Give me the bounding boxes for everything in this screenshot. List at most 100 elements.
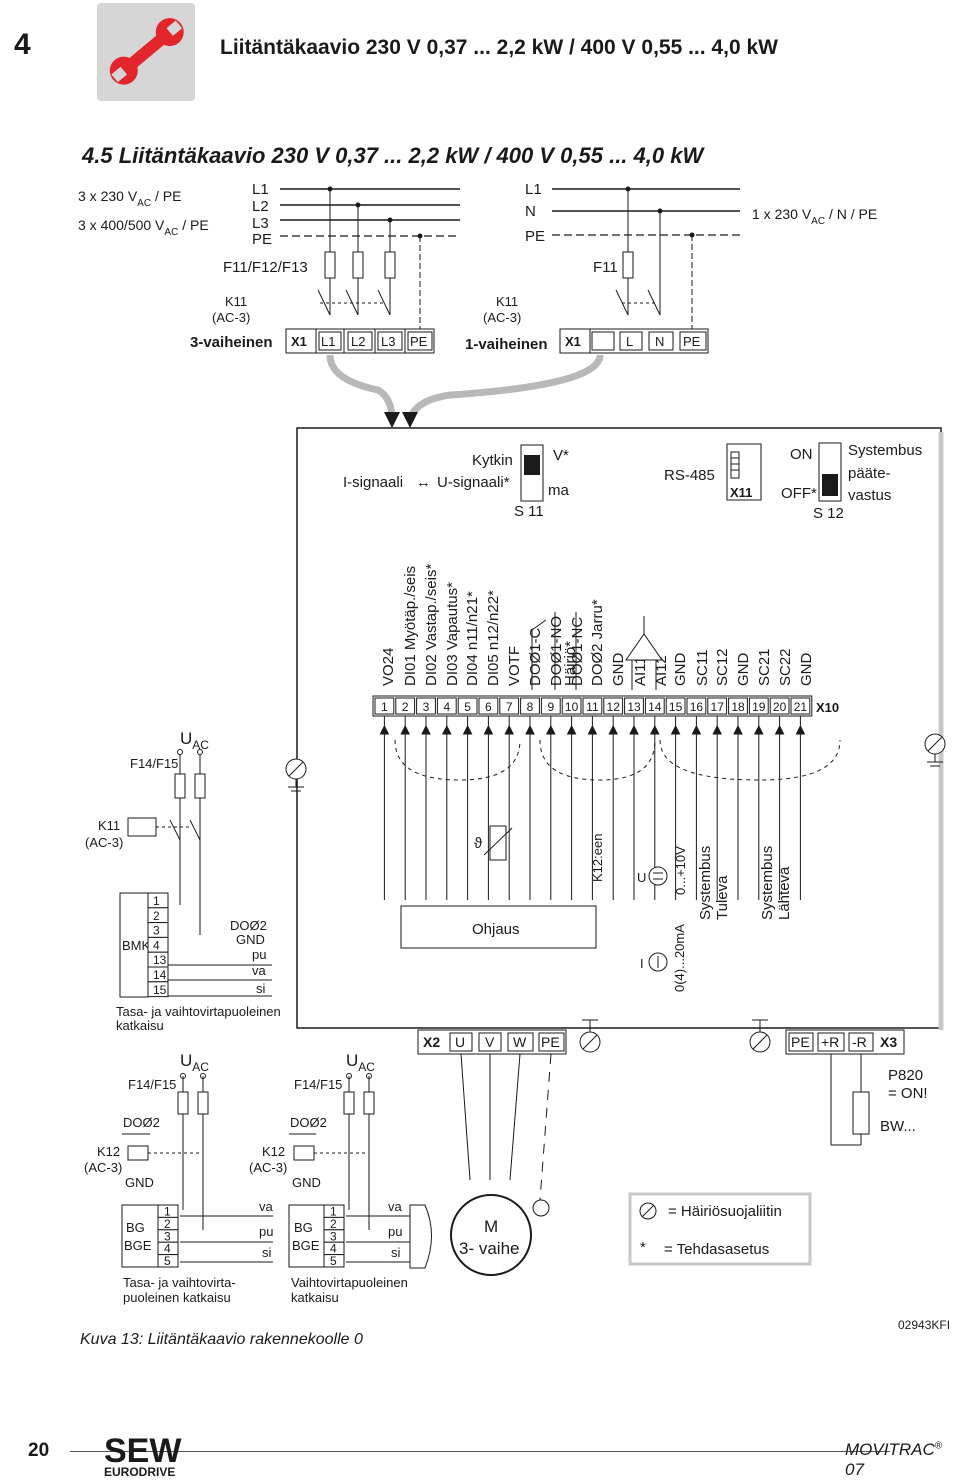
thermistor: ϑ: [474, 825, 513, 861]
brake-pin: [323, 1254, 345, 1268]
bmk-pin-label: 13: [153, 953, 167, 967]
svg-text:UAC: UAC: [180, 1051, 209, 1074]
svg-text:1 x 230 VAC / N / PE: 1 x 230 VAC / N / PE: [752, 206, 877, 227]
brake-pin-label: 3: [164, 1229, 171, 1243]
svg-text:0(4)...20mA: 0(4)...20mA: [672, 924, 687, 992]
svg-text:X1: X1: [291, 334, 307, 349]
svg-text:K11: K11: [98, 818, 120, 833]
terminal-arrow: [441, 724, 452, 735]
x10-signal-label: AI12: [653, 655, 670, 686]
terminal-arrow: [691, 724, 702, 735]
terminal-wires: [379, 716, 806, 900]
svg-text:puoleinen katkaisu: puoleinen katkaisu: [123, 1290, 231, 1305]
svg-text:L1: L1: [321, 334, 335, 349]
svg-text:Tasa- ja vaihtovirta-: Tasa- ja vaihtovirta-: [123, 1275, 236, 1290]
svg-text:Systembus: Systembus: [848, 442, 922, 459]
terminal-arrow: [525, 724, 535, 735]
svg-text:M: M: [484, 1217, 498, 1236]
svg-text:L2: L2: [252, 198, 269, 215]
svg-text:va: va: [388, 1199, 403, 1214]
svg-text:+R: +R: [821, 1034, 839, 1050]
x10-terminal: [416, 697, 436, 715]
shield-connector-icon-2: [924, 733, 946, 767]
page-number: 20: [28, 1440, 50, 1461]
x10-signal-label: SC11: [694, 650, 711, 686]
svg-text:= Tehdasasetus: = Tehdasasetus: [664, 1241, 769, 1258]
x10-terminal: [478, 697, 499, 715]
svg-text:GND: GND: [292, 1175, 321, 1190]
x10-terminal: [748, 697, 769, 715]
svg-text:N: N: [525, 203, 536, 220]
svg-text:(AC-3): (AC-3): [85, 835, 123, 850]
brake-pin-label: 4: [164, 1242, 171, 1256]
svg-text:BG: BG: [294, 1220, 313, 1235]
brake-pin-label: 4: [330, 1242, 337, 1256]
x10-signal-label: DOØ2 Jarru*: [589, 599, 606, 686]
shield-connector-icon-4: [749, 1019, 771, 1053]
x10-terminal: [769, 697, 790, 715]
brake-pin-label: 3: [330, 1229, 337, 1243]
svg-text:PE: PE: [410, 334, 428, 349]
terminal-arrow: [504, 724, 515, 735]
contactor-k11-1: K11 (AC-3): [483, 289, 661, 325]
svg-text:va: va: [252, 963, 267, 978]
svg-text:(AC-3): (AC-3): [483, 310, 521, 325]
svg-text:U: U: [455, 1034, 465, 1050]
k12een-label: K12:een: [590, 834, 605, 882]
svg-text:U: U: [637, 870, 646, 885]
x10-terminal-number: 12: [607, 700, 621, 714]
brake-pin-label: 5: [330, 1254, 337, 1268]
svg-text:F14/F15: F14/F15: [130, 756, 178, 771]
svg-text:P820: P820: [888, 1067, 923, 1084]
ohjaus-block: Ohjaus: [400, 905, 597, 949]
svg-text:UAC: UAC: [346, 1051, 375, 1074]
x10-terminal: [499, 697, 520, 715]
terminal-arrow: [421, 724, 431, 735]
x10-terminal-number: 9: [547, 700, 554, 714]
svg-text:3 x 400/500 VAC / PE: 3 x 400/500 VAC / PE: [78, 217, 209, 238]
x10-terminal-number: 20: [773, 700, 787, 714]
x10-terminal-number: 16: [690, 700, 704, 714]
x10-terminal: [395, 697, 416, 715]
svg-text:pu: pu: [388, 1224, 402, 1239]
analog-sources: U I 0...+10V 0(4)...20mA Systembus Tulev…: [637, 846, 793, 992]
legend: = Häiriösuojaliitin * = Tehdasasetus: [628, 1192, 812, 1266]
bmk-pin: [147, 981, 169, 998]
x10-signal-label: DI01 Myötäp./seis: [402, 566, 419, 686]
brake-pin-label: 2: [164, 1217, 171, 1231]
svg-text:UAC: UAC: [180, 729, 209, 752]
svg-text:katkaisu: katkaisu: [116, 1018, 164, 1033]
x10-terminal: [582, 697, 603, 715]
x10-terminal: [707, 697, 728, 715]
x10-terminal: [520, 697, 540, 715]
svg-text:ma: ma: [548, 482, 569, 499]
x10-signal-label: GND: [735, 653, 752, 687]
x10-terminal: [644, 697, 665, 715]
supply-lines-1: L1 N PE: [525, 181, 740, 330]
svg-text:BG: BG: [126, 1220, 145, 1235]
shield-connector-icon-1: [285, 758, 307, 792]
svg-text:pu: pu: [259, 1224, 273, 1239]
x1-terminal-1: X1 L N PE: [559, 328, 709, 354]
svg-text:L1: L1: [525, 181, 542, 198]
product-name: MOVITRAC® 07: [845, 1440, 943, 1479]
terminal-arrow: [649, 724, 660, 735]
bmk-pin-label: 2: [153, 909, 160, 923]
contactor-k11-3: K11 (AC-3): [212, 289, 391, 325]
x10-terminal-number: 4: [443, 700, 450, 714]
svg-text:BGE: BGE: [292, 1238, 320, 1253]
svg-text:F14/F15: F14/F15: [294, 1077, 342, 1092]
svg-text:ϑ: ϑ: [474, 835, 483, 852]
svg-text:N: N: [655, 334, 664, 349]
svg-text:3- vaihe: 3- vaihe: [459, 1239, 519, 1258]
svg-text:0...+10V: 0...+10V: [673, 846, 688, 895]
x10-terminal-number: 19: [752, 700, 766, 714]
terminal-arrow: [587, 724, 598, 735]
chapter-title: Liitäntäkaavio 230 V 0,37 ... 2,2 kW / 4…: [220, 36, 778, 59]
svg-text:= ON!: = ON!: [888, 1085, 928, 1102]
svg-text:Systembus: Systembus: [759, 846, 776, 920]
svg-text:K11: K11: [496, 294, 518, 309]
x10-terminal-number: 8: [527, 700, 534, 714]
x10-terminal-number: 10: [565, 700, 579, 714]
